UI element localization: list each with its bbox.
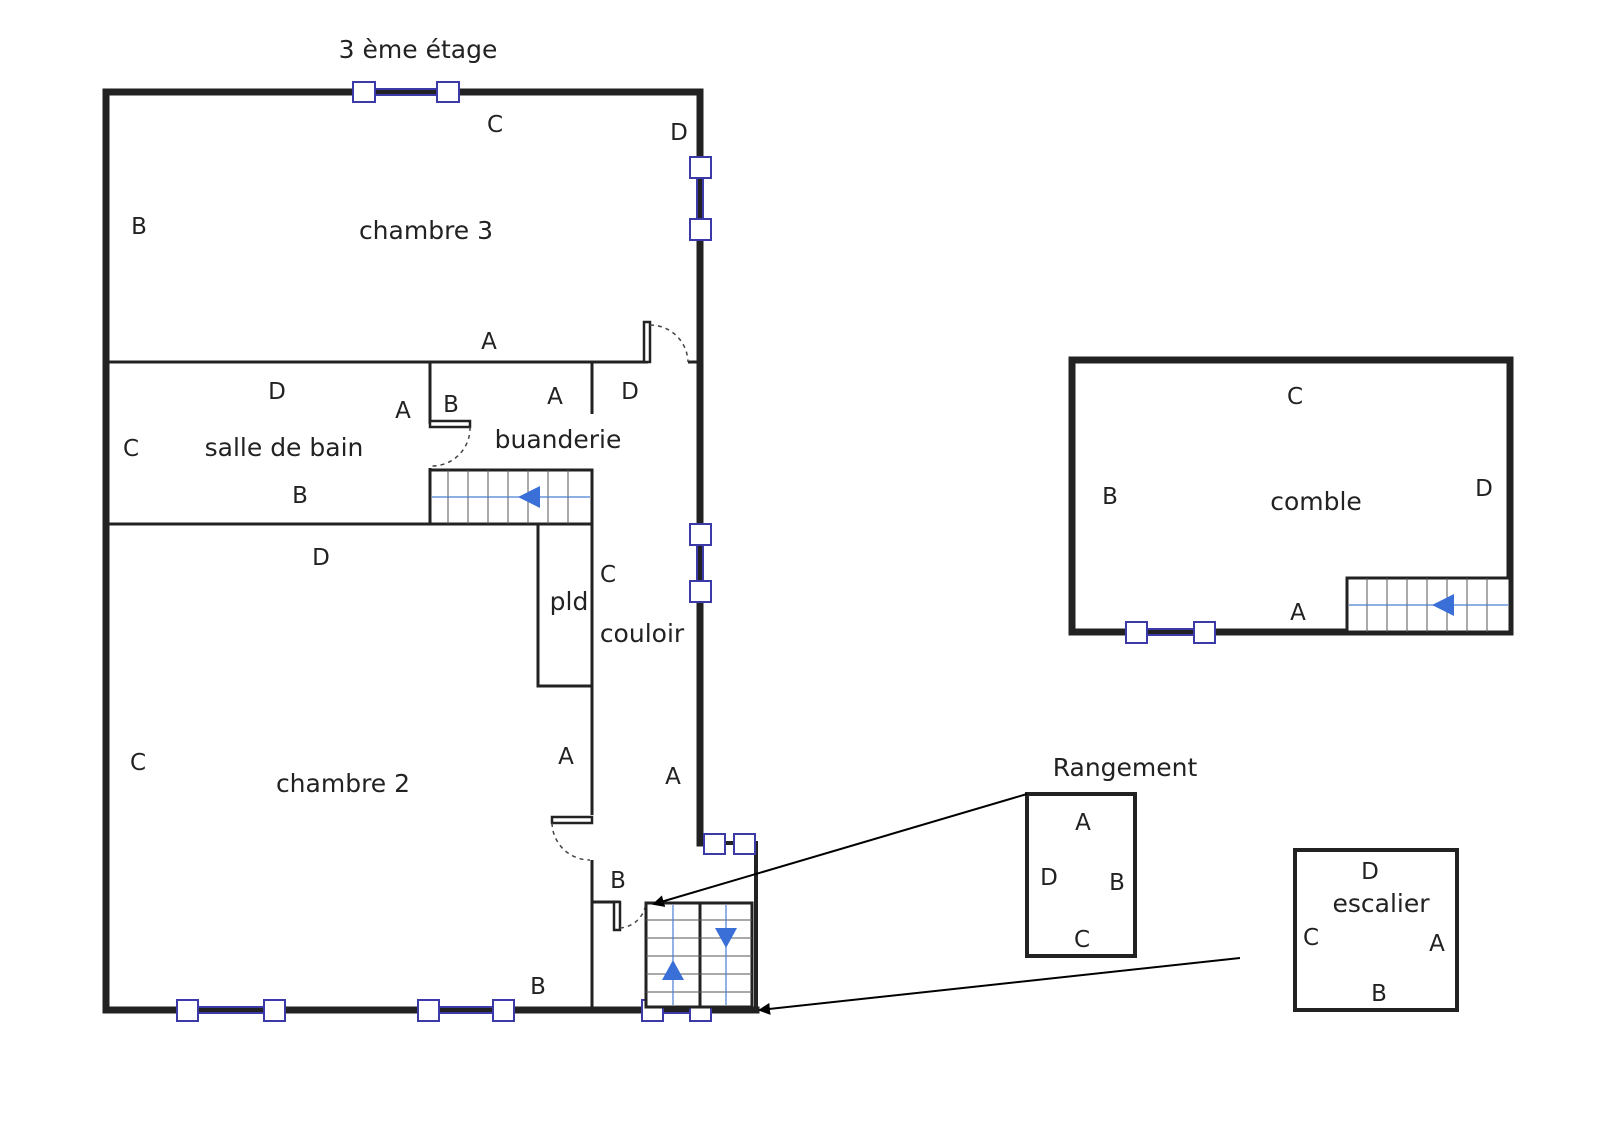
door-chambre3: [642, 320, 689, 364]
wall-label-chambre2-c: C: [130, 750, 146, 776]
pointer-rangement: [652, 793, 1028, 907]
room-label-comble: comble: [1270, 487, 1362, 516]
wall-label-chambre3-d: D: [670, 120, 688, 146]
stair-down-arrow-icon: [715, 928, 737, 948]
window-right-upper: [689, 156, 712, 241]
interior-walls: [106, 360, 700, 1010]
wall-label-couloir-c: C: [600, 562, 616, 588]
room-label-rangement: Rangement: [1053, 753, 1198, 782]
room-label-chambre2: chambre 2: [276, 769, 410, 798]
stairs-comble: [1345, 576, 1512, 634]
wall-label-chambre3-a: A: [481, 329, 497, 355]
floor-title: 3 ème étage: [339, 35, 498, 64]
window-right-lower: [703, 833, 756, 855]
window-bottom-middle: [417, 999, 515, 1022]
pointer-escalier: [758, 957, 1241, 1015]
room-label-couloir: couloir: [600, 619, 685, 648]
room-label-buanderie: buanderie: [495, 425, 622, 454]
wall-label-couloir-a: A: [665, 764, 681, 790]
wall-label-sdb-b: B: [292, 483, 308, 509]
stair-arrow-icon: [518, 486, 540, 508]
wall-label-escalier-a: A: [1429, 931, 1445, 957]
wall-label-rangement-b: B: [1109, 870, 1125, 896]
wall-label-escalier-d: D: [1361, 859, 1379, 885]
wall-label-couloir-b: B: [610, 868, 626, 894]
escalier-box: [1293, 848, 1459, 1012]
wall-label-comble-d: D: [1475, 476, 1493, 502]
stair-arrow-icon: [1432, 594, 1454, 616]
wall-label-comble-b: B: [1102, 484, 1118, 510]
rangement-box: [1025, 792, 1137, 958]
stairs-landing: [644, 901, 754, 1009]
wall-label-chambre3-b: B: [131, 214, 147, 240]
wall-label-chambre3-c: C: [487, 112, 503, 138]
comble-walls: [1068, 356, 1514, 636]
wall-label-chambre2-d: D: [312, 545, 330, 571]
room-label-escalier: escalier: [1332, 889, 1430, 918]
wall-label-rangement-a: A: [1075, 810, 1091, 836]
wall-label-buanderie-a: A: [547, 384, 563, 410]
wall-label-chambre2-a: A: [558, 744, 574, 770]
room-label-chambre3: chambre 3: [359, 216, 493, 245]
window-right-middle: [689, 523, 712, 603]
room-label-pld: pld: [550, 587, 589, 616]
stairs-buanderie: [428, 468, 594, 526]
wall-label-rangement-d: D: [1040, 865, 1058, 891]
wall-label-sdb-d: D: [268, 379, 286, 405]
wall-label-rangement-c: C: [1074, 927, 1090, 953]
stair-up-arrow-icon: [662, 960, 684, 980]
door-chambre2: [550, 815, 594, 861]
window-top: [352, 81, 460, 103]
door-salle-de-bain: [428, 419, 472, 467]
wall-label-sdb-c: C: [123, 436, 139, 462]
wall-label-buanderie-d: D: [621, 379, 639, 405]
door-stair-landing: [612, 900, 647, 932]
wall-label-escalier-b: B: [1371, 981, 1387, 1007]
wall-label-comble-c: C: [1287, 384, 1303, 410]
window-comble: [1125, 621, 1216, 644]
wall-label-escalier-c: C: [1303, 925, 1319, 951]
wall-label-sdb-a: A: [395, 398, 411, 424]
wall-label-comble-a: A: [1290, 600, 1306, 626]
window-bottom-left: [176, 999, 286, 1022]
wall-label-buanderie-b: B: [443, 392, 459, 418]
wall-label-chambre2-b: B: [530, 974, 546, 1000]
room-label-salle-de-bain: salle de bain: [205, 433, 364, 462]
